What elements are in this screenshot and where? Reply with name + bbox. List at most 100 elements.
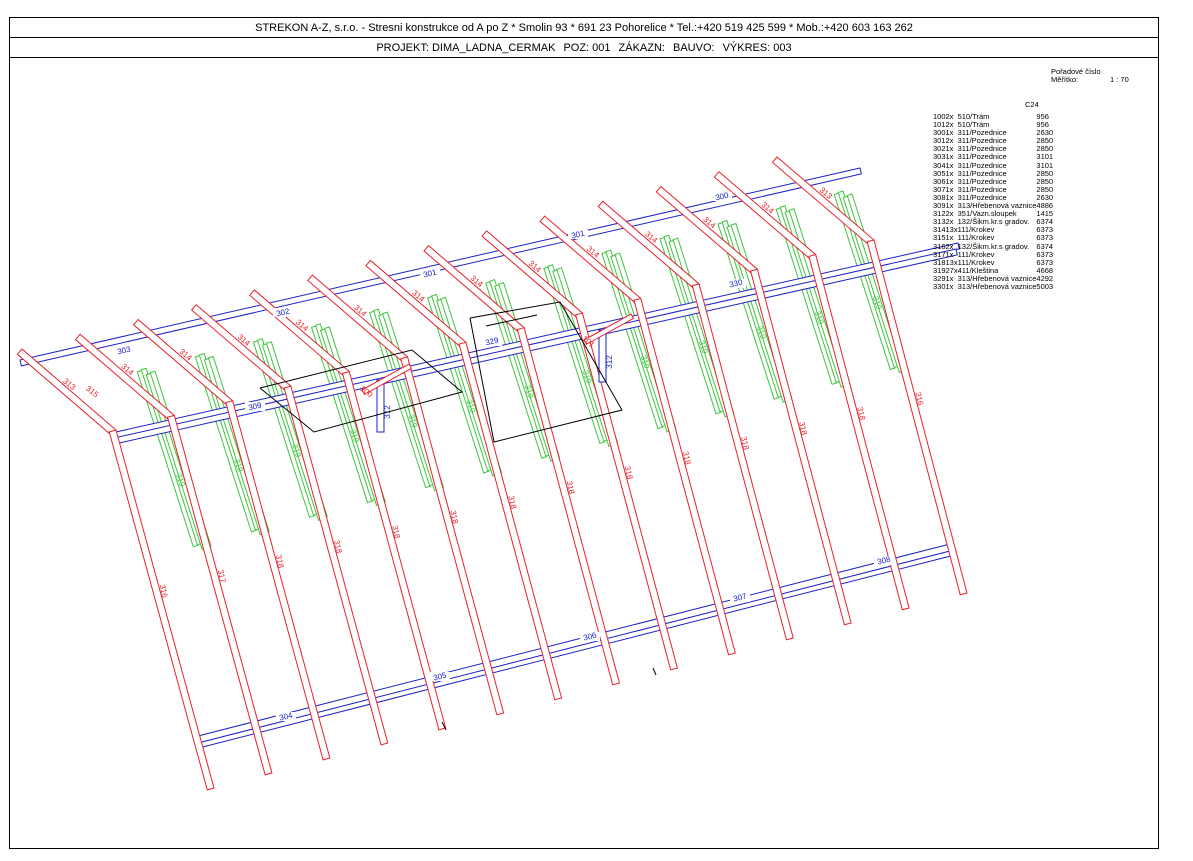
part-length: 6373 [1036, 257, 1054, 267]
tie-beam-label: 319 [581, 369, 594, 385]
part-quantity: 2x [945, 120, 954, 130]
purlin-label-bg [430, 672, 450, 681]
purlin-label: 306 [582, 631, 598, 643]
part-name: 351/Vazn.sloupek [957, 209, 1017, 219]
part-length: 4886 [1036, 201, 1054, 211]
tie-beam-label: 319 [464, 399, 477, 415]
part-position: 316 [933, 241, 946, 251]
part-quantity: 1x [945, 184, 954, 194]
part-quantity: 2x [945, 209, 954, 219]
rafter-label: 318 [448, 510, 460, 525]
part-quantity: 1x [945, 152, 954, 162]
project-header: PROJEKT: DIMA_LADNA_CERMAK POZ: 001 ZÁKA… [10, 38, 1158, 58]
part-length: 4668 [1036, 265, 1054, 275]
rafter-label: 318 [681, 450, 693, 465]
part-quantity: 1x [945, 176, 954, 186]
purlin-label: 301 [570, 229, 586, 241]
purlin-label: 307 [732, 592, 748, 604]
part-name: 132/Šikm.kr.s gradov. [957, 241, 1030, 251]
part-length: 2850 [1036, 136, 1054, 146]
part-position: 312 [933, 209, 946, 219]
side-rafter-label: 315 [84, 384, 100, 400]
part-position: 329 [933, 273, 946, 283]
part-name: 111/Krokev [957, 225, 995, 235]
part-quantity: 2x [945, 112, 954, 121]
part-quantity: 1x [945, 192, 954, 202]
part-length: 956 [1036, 120, 1049, 130]
purlin-label-bg [874, 556, 894, 565]
purlin-label: 330 [728, 278, 744, 290]
rafter-label: 318 [390, 524, 402, 539]
part-name: 111/Krokev [957, 249, 995, 259]
scale-value: 1 : 70 [1110, 75, 1129, 84]
purlin-label-bg [482, 337, 502, 346]
rafter-label: 318 [797, 421, 809, 436]
part-name: 313/Hřebenová vaznice [957, 273, 1037, 283]
part-length: 2850 [1036, 176, 1054, 186]
tie-beam-label: 319 [871, 295, 884, 311]
part-position: 317 [933, 249, 946, 259]
rafter-lower [750, 268, 852, 626]
purlin-label-bg [580, 632, 600, 641]
roof-opening-outline [259, 349, 464, 433]
rafter-label: 318 [739, 436, 751, 451]
rafter-lower [866, 239, 968, 596]
part-position: 319 [933, 265, 946, 275]
part-length: 2850 [1036, 144, 1054, 154]
purlin-label-bg [726, 279, 746, 288]
part-position: 302 [933, 144, 946, 154]
purlin-label-bg [712, 192, 732, 201]
part-name: 510/Trám [957, 112, 990, 121]
part-length: 6373 [1036, 225, 1054, 235]
part-name: 311/Pozednice [957, 136, 1007, 146]
rafter-label: 318 [506, 495, 518, 510]
purlin-label: 305 [432, 671, 448, 683]
drawing-number: VÝKRES: 003 [722, 41, 792, 54]
roof-opening-outline [469, 301, 623, 443]
rafter-label: 318 [565, 480, 577, 495]
part-name: 311/Pozednice [957, 128, 1007, 138]
part-position: 318 [933, 257, 946, 267]
rafter-lower [341, 370, 447, 731]
order-number-label: Pořadové číslo [1051, 67, 1101, 76]
purlin-label: 301 [422, 268, 438, 280]
tie-beam-label: 319 [639, 354, 652, 370]
purlin-label: 300 [714, 191, 730, 203]
part-length: 6373 [1036, 249, 1054, 259]
purlin-label: 302 [275, 307, 291, 319]
part-quantity: 13x [945, 225, 958, 235]
part-name: 111/Krokev [957, 257, 995, 267]
part-length: 6373 [1036, 233, 1054, 243]
part-quantity: 1x [945, 201, 954, 211]
purlin-label-bg [568, 230, 588, 239]
part-quantity: 1x [945, 144, 954, 154]
part-position: 330 [933, 281, 946, 291]
purlin-label-bg [245, 402, 265, 411]
part-position: 301 [933, 136, 946, 146]
tie-beam-label: 319 [813, 310, 826, 326]
part-quantity: 27x [945, 265, 958, 275]
part-position: 101 [933, 120, 946, 130]
material-grade: C24 [1025, 100, 1039, 109]
rafter-lower [575, 312, 678, 671]
purlin-label-bg [420, 269, 440, 278]
purlin-label-bg [273, 308, 293, 317]
customer-label: ZÁKAZN: [618, 41, 665, 54]
part-position: 314 [933, 225, 946, 235]
part-length: 2630 [1036, 128, 1054, 138]
rafter-label: 318 [623, 465, 635, 480]
part-name: 311/Pozednice [957, 184, 1007, 194]
drawing-sheet: STREKON A-Z, s.r.o. - Stresni konstrukce… [9, 17, 1159, 849]
purlin-label: 304 [278, 711, 294, 723]
